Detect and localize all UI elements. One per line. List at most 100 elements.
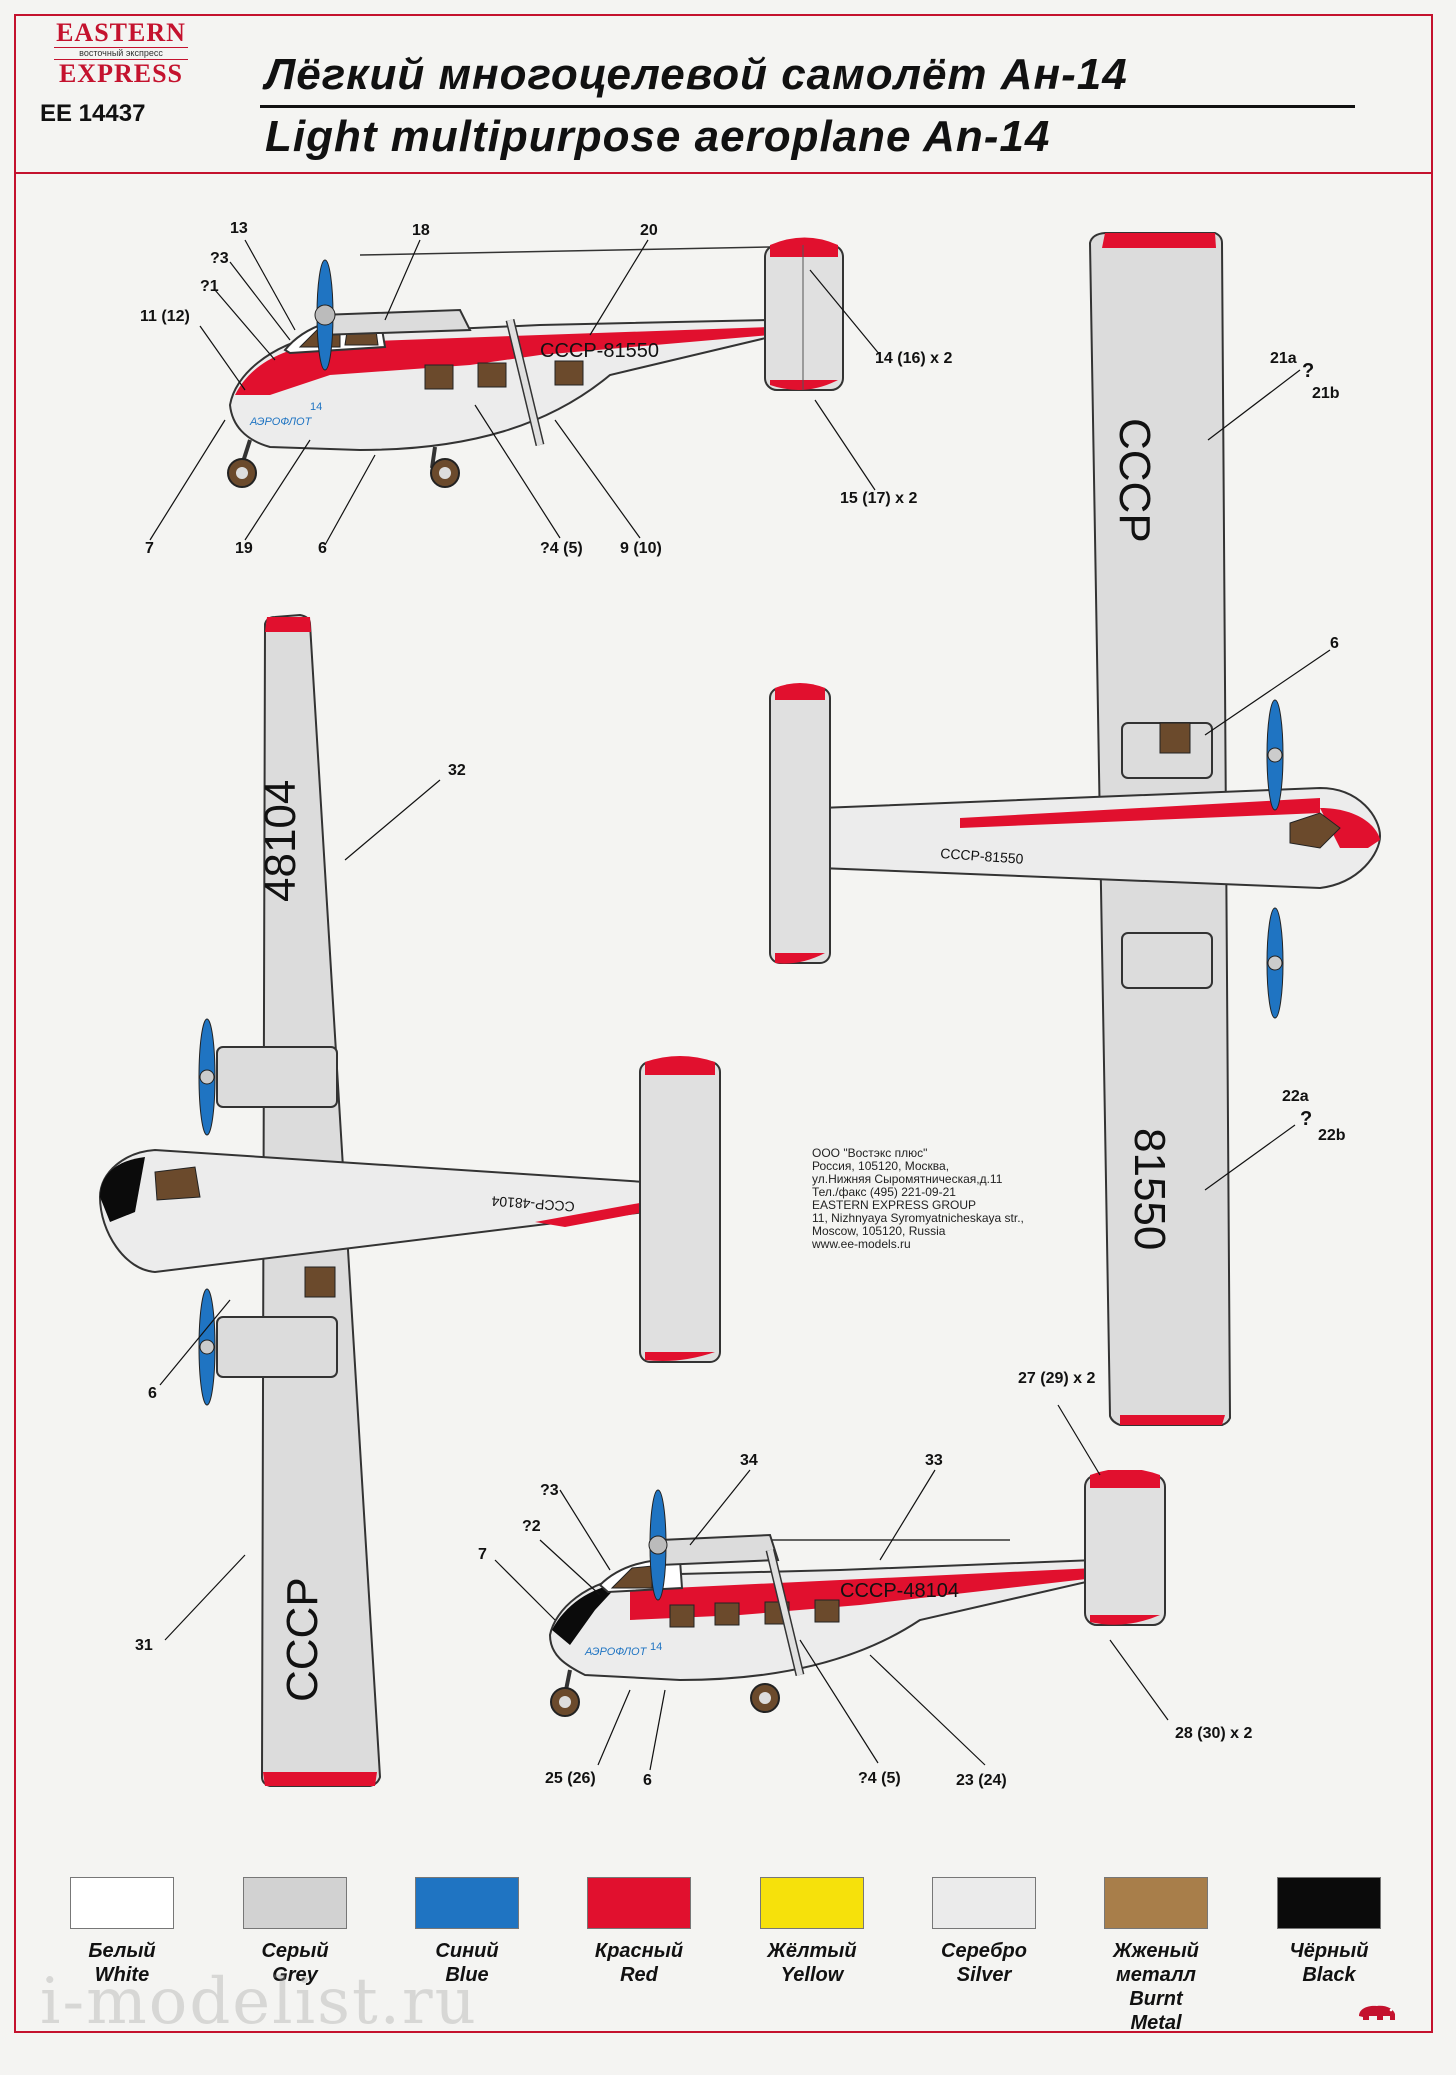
swatch-label-ru: Серебро [941, 1940, 1027, 1962]
callout-25: 25 (26) [545, 1770, 596, 1787]
swatch-label-en: Yellow [780, 1964, 844, 1986]
swatch-label-en: Blue [445, 1964, 489, 1986]
callout-6d: 6 [643, 1772, 652, 1789]
swatch-yellow: Жёлтый Yellow [760, 1877, 864, 1987]
top-wing-81550: 81550 [1125, 1128, 1174, 1250]
callout-33: 33 [925, 1452, 943, 1469]
swatch-label-en: Burnt Metal [1129, 1988, 1183, 2034]
swatch-chip [243, 1877, 347, 1929]
swatch-label-ru: Жженый [1113, 1940, 1199, 1962]
side1-registration: СССР-81550 [540, 340, 659, 362]
swatch-grey: Серый Grey [243, 1877, 347, 1987]
swatch-label-ru: Белый [88, 1940, 156, 1962]
elephant-mascot-icon [1359, 2005, 1395, 2020]
callout-28: 28 (30) x 2 [1175, 1725, 1253, 1742]
callout-7b: 7 [478, 1546, 487, 1563]
swatch-chip [1104, 1877, 1208, 1929]
eastern-express-logo: EASTERN восточный экспресс EXPRESS [40, 20, 202, 90]
swatch-chip [415, 1877, 519, 1929]
bottom-wing-48104: 48104 [256, 780, 305, 902]
kit-code: EE 14437 [40, 100, 146, 127]
side1-airline: АЭРОФЛОТ [249, 416, 313, 428]
swatch-red: Красный Red [587, 1877, 691, 1987]
top-fuselage-reg: СССР-81550 [940, 845, 1024, 867]
swatch-label-ru: Чёрный [1289, 1940, 1369, 1962]
callout-11: 11 (12) [140, 308, 190, 325]
bottom-wing-cccp: СССР [278, 1577, 327, 1702]
side1-nose-number: 14 [310, 401, 322, 413]
swatch-chip [70, 1877, 174, 1929]
info-line: EASTERN EXPRESS GROUP [812, 1198, 977, 1212]
swatch-label-en: Red [620, 1964, 658, 1986]
swatch-label-en: Grey [272, 1964, 318, 1986]
callout-q3b: ?3 [540, 1482, 559, 1499]
swatch-label-en: Black [1302, 1964, 1356, 1986]
swatch-black: Чёрный Black [1277, 1877, 1381, 1987]
callout-31: 31 [135, 1637, 153, 1654]
callout-22q: ? [1300, 1108, 1313, 1130]
info-line: Тел./факс (495) 221-09-21 [812, 1185, 956, 1199]
callout-6b: 6 [1330, 635, 1339, 652]
side-view-48104: СССР-48104 АЭРОФЛОТ 14 [548, 1470, 1166, 1717]
callout-34: 34 [740, 1452, 758, 1469]
title-russian: Лёгкий многоцелевой самолёт Ан-14 [265, 50, 1128, 99]
bottom-view-48104: 48104 СССР СССР-48104 [98, 613, 721, 1787]
callout-22b: 22b [1318, 1127, 1346, 1144]
callout-6c: 6 [148, 1385, 157, 1402]
page-frame [14, 14, 1433, 2033]
callout-32: 32 [448, 762, 466, 779]
callout-21q: ? [1302, 360, 1315, 382]
swatch-chip [587, 1877, 691, 1929]
swatch-label-en: White [94, 1964, 150, 1986]
logo-bottom-text: EXPRESS [58, 59, 184, 88]
info-line: ООО "Востэкс плюс" [812, 1146, 928, 1160]
callout-20: 20 [640, 222, 658, 239]
side2-nose-number: 14 [650, 1641, 662, 1653]
callout-23: 23 (24) [956, 1772, 1007, 1789]
callout-q4: ?4 (5) [540, 540, 583, 557]
swatch-label-ru: Красный [594, 1940, 684, 1962]
callout-q4b: ?4 (5) [858, 1770, 901, 1787]
swatch-silver: Серебро Silver [932, 1877, 1036, 1987]
swatch-label-ru: Серый [261, 1940, 329, 1962]
callout-9: 9 (10) [620, 540, 662, 557]
top-wing-cccp: СССР [1110, 418, 1159, 543]
callout-22a: 22a [1282, 1088, 1309, 1105]
swatch-burnt-metal: Жженый металл Burnt Metal [1104, 1877, 1208, 2035]
swatch-label-ru: Жёлтый [767, 1940, 857, 1962]
callout-13: 13 [230, 220, 248, 237]
swatch-white: Белый White [70, 1877, 174, 1987]
bottom-fuselage-reg: СССР-48104 [491, 1193, 575, 1215]
swatch-blue: Синий Blue [415, 1877, 519, 1987]
info-line: Россия, 105120, Москва, [812, 1159, 950, 1173]
swatch-label-ru: Синий [435, 1940, 499, 1962]
info-website: www.ee-models.ru [812, 1237, 911, 1251]
swatch-chip [760, 1877, 864, 1929]
side2-registration: СССР-48104 [840, 1580, 959, 1602]
side-view-81550: СССР-81550 АЭРОФЛОТ 14 [227, 237, 844, 488]
swatch-chip [932, 1877, 1036, 1929]
callout-21b: 21b [1312, 385, 1340, 402]
info-line: ул.Нижняя Сыромятническая,д.11 [812, 1172, 1003, 1186]
company-info: ООО "Востэкс плюс" Россия, 105120, Москв… [812, 1147, 1024, 1251]
callout-7: 7 [145, 540, 154, 557]
callout-14: 14 (16) x 2 [875, 350, 953, 367]
watermark: i-modelist.ru [40, 1965, 478, 2039]
logo-top-text: EASTERN [56, 18, 186, 47]
side2-airline: АЭРОФЛОТ [584, 1646, 648, 1658]
title-divider [260, 105, 1355, 108]
callout-19: 19 [235, 540, 253, 557]
swatch-label-en: Silver [956, 1964, 1012, 1986]
logo-mid-text: восточный экспресс [54, 47, 188, 60]
callout-27: 27 (29) x 2 [1018, 1370, 1096, 1387]
info-line: Moscow, 105120, Russia [812, 1224, 946, 1238]
info-line: 11, Nizhnyaya Syromyatnicheskaya str., [812, 1211, 1024, 1225]
header-rule [14, 172, 1433, 174]
callout-6: 6 [318, 540, 327, 557]
top-view-81550: СССР 81550 СССР-81550 [769, 232, 1382, 1426]
callout-q3: ?3 [210, 250, 229, 267]
swatch-label-ru-2: металл [1116, 1964, 1196, 1986]
callout-18: 18 [412, 222, 430, 239]
title-english: Light multipurpose aeroplane An-14 [265, 112, 1051, 161]
